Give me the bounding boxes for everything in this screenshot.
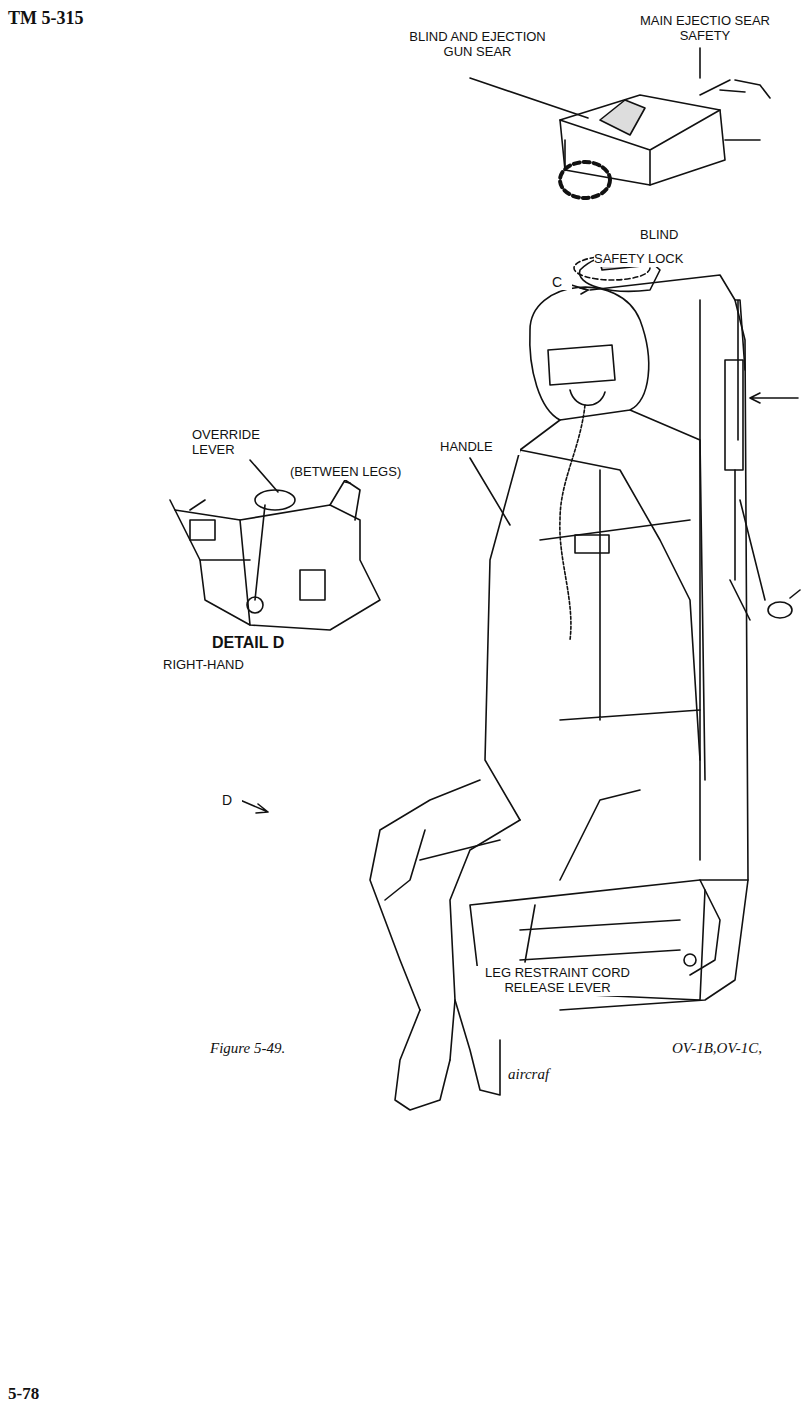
part-label: OVERRIDE LEVER bbox=[192, 428, 282, 458]
part-label: MAIN EJECTIO SEAR SAFETY bbox=[630, 14, 780, 44]
part-label: SAFETY LOCK bbox=[594, 252, 704, 267]
figure-caption: aircraf bbox=[508, 1066, 588, 1083]
leader-line bbox=[699, 48, 701, 78]
callout-letter: D bbox=[222, 792, 242, 808]
part-label: BLIND bbox=[640, 228, 710, 243]
callout-letter: C bbox=[552, 274, 572, 290]
part-label: RIGHT-HAND bbox=[163, 658, 273, 673]
leader-line bbox=[525, 905, 535, 962]
leader-line bbox=[250, 460, 278, 492]
figure-caption: OV-1B,OV-1C, bbox=[672, 1040, 797, 1057]
leader-line bbox=[385, 830, 425, 900]
page-header: TM 5-315 bbox=[8, 8, 128, 29]
part-label: (BETWEEN LEGS) bbox=[290, 465, 420, 480]
detail-d-inset bbox=[170, 480, 380, 630]
page-number: 5-78 bbox=[8, 1384, 88, 1404]
part-label: HANDLE bbox=[440, 440, 520, 455]
leader-arrow bbox=[240, 800, 268, 813]
leader-line bbox=[470, 458, 510, 525]
detail-title: DETAIL D bbox=[212, 634, 322, 652]
leader-arrow bbox=[750, 393, 798, 403]
leader-arrow bbox=[790, 590, 800, 598]
leader-line bbox=[470, 78, 588, 118]
part-label: BLIND AND EJECTION GUN SEAR bbox=[395, 30, 560, 60]
sear-detail bbox=[560, 80, 770, 198]
part-label: LEG RESTRAINT CORD RELEASE LEVER bbox=[470, 966, 645, 996]
leader-line bbox=[345, 482, 350, 483]
arrowhead bbox=[580, 288, 588, 294]
pilot bbox=[370, 287, 720, 1110]
figure-caption: Figure 5-49. bbox=[210, 1040, 330, 1057]
leader-line bbox=[190, 500, 205, 510]
seat bbox=[470, 255, 792, 1010]
